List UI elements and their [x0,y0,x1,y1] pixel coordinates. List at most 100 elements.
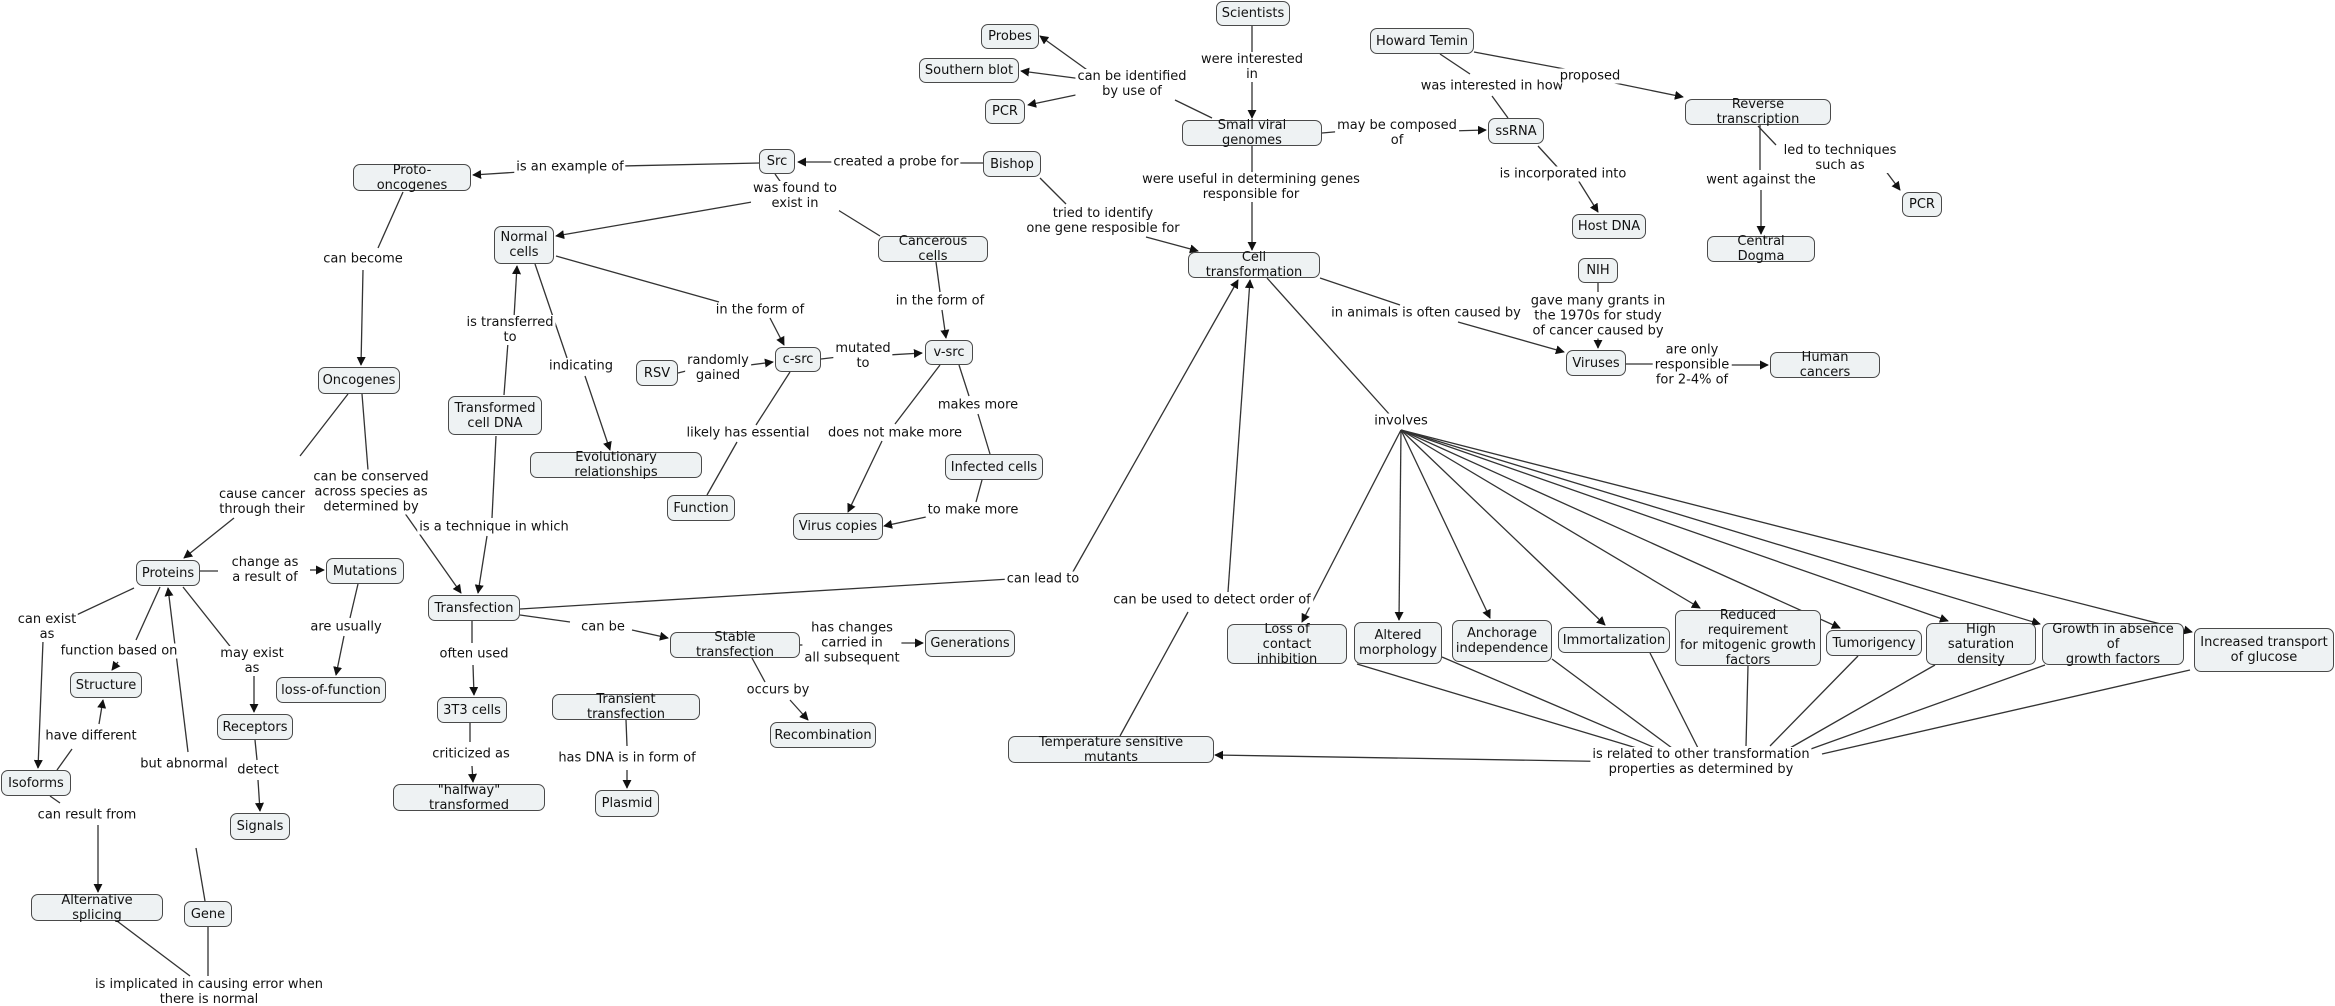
node-stable-transfection[interactable]: Stable transfection [670,630,800,660]
node-reduced-requirement[interactable]: Reduced requirement for mitogenic growth… [1675,608,1821,668]
node-receptors[interactable]: Receptors [217,714,293,740]
node-pcr-1[interactable]: PCR [985,99,1025,124]
node-viruses[interactable]: Viruses [1566,350,1626,376]
connector-line [164,587,189,753]
node-proto-oncogenes[interactable]: Proto-oncogenes [353,163,471,193]
node-reverse-transcription[interactable]: Reverse transcription [1685,97,1831,127]
connector-line [491,435,497,519]
link-label: can be [579,619,627,635]
node-ssrna[interactable]: ssRNA [1488,118,1544,144]
link-label: were useful in determining genes respons… [1140,172,1362,202]
node-bishop[interactable]: Bishop [983,151,1041,177]
node-normal-cells[interactable]: Normal cells [494,226,554,264]
connector-line [1577,179,1599,213]
connector-line [1789,664,1936,749]
connector-line [299,393,349,457]
node-plasmid[interactable]: Plasmid [595,790,659,817]
node-oncogenes[interactable]: Oncogenes [318,367,400,394]
link-label: was found to exist in [751,181,839,211]
node-increased-transport[interactable]: Increased transport of glucose [2194,628,2334,672]
node-isoforms[interactable]: Isoforms [1,770,71,796]
node-signals[interactable]: Signals [230,813,290,840]
connector-line [1400,429,1949,623]
link-label: indicating [546,358,616,374]
link-label: created a probe for [831,154,961,170]
connector-line [1356,663,1651,753]
connector-line [468,765,477,783]
connector-line [1400,429,1491,619]
link-label: is implicated in causing error when ther… [93,977,325,1006]
link-label: is related to other transformation prope… [1590,747,1812,777]
node-proteins[interactable]: Proteins [136,560,200,586]
link-label: can be used to detect order of [1111,592,1313,608]
connector-line [631,629,669,641]
connector-line [503,341,509,396]
node-human-cancers[interactable]: Human cancers [1770,350,1880,380]
link-label: is transferred to [464,315,556,345]
node-generations[interactable]: Generations [925,630,1015,657]
link-label: can exist as [15,612,79,642]
node-evolutionary-relationships[interactable]: Evolutionary relationships [530,450,702,480]
node-infected-cells[interactable]: Infected cells [945,454,1043,480]
connector-line [534,263,568,359]
node-structure[interactable]: Structure [70,672,142,698]
connector-line [469,664,479,696]
node-src[interactable]: Src [759,149,795,174]
node-mutations[interactable]: Mutations [326,558,404,584]
node-small-viral-genomes[interactable]: Small viral genomes [1182,118,1322,148]
node-v-src[interactable]: v-src [925,340,973,365]
connector-line [97,699,107,725]
node-nih[interactable]: NIH [1578,258,1618,283]
link-label: tried to identify one gene resposible fo… [1024,206,1182,236]
connector-line [1400,429,1606,626]
node-halfway-transformed[interactable]: "halfway" transformed [393,783,545,813]
link-label: can be identified by use of [1075,69,1189,99]
link-label: detect [235,762,281,778]
node-loss-of-function[interactable]: loss-of-function [276,677,386,703]
connector-line [1214,750,1636,763]
node-pcr-2[interactable]: PCR [1902,192,1942,217]
node-altered-morphology[interactable]: Altered morphology [1354,622,1442,664]
connector-line [975,479,983,503]
node-anchorage-independence[interactable]: Anchorage independence [1452,620,1552,662]
node-cancerous-cells[interactable]: Cancerous cells [878,234,988,264]
link-label: are only responsible for 2-4% of [1652,342,1732,388]
node-scientists[interactable]: Scientists [1216,1,1290,26]
connector-line [195,847,206,902]
link-label: have different [43,728,139,744]
node-c-src[interactable]: c-src [775,347,821,372]
node-3t3-cells[interactable]: 3T3 cells [437,697,507,723]
node-loss-of-contact-inhibition[interactable]: Loss of contact inhibition [1227,622,1347,667]
node-howard-temin[interactable]: Howard Temin [1370,28,1474,54]
node-cell-transformation[interactable]: Cell transformation [1188,250,1320,280]
node-growth-in-absence[interactable]: Growth in absence of growth factors [2042,622,2184,667]
node-tumorigency[interactable]: Tumorigency [1826,630,1922,656]
node-virus-copies[interactable]: Virus copies [793,513,883,540]
node-rsv[interactable]: RSV [636,360,678,386]
connector-line [1174,99,1213,119]
node-temperature-sensitive-mutants[interactable]: Temperature sensitive mutants [1008,735,1214,765]
connector-line [254,739,258,761]
node-probes[interactable]: Probes [981,24,1039,49]
node-alternative-splicing[interactable]: Alternative splicing [31,893,163,923]
node-high-saturation-density[interactable]: High saturation density [1926,622,2036,667]
node-immortalization[interactable]: Immortalization [1558,627,1670,653]
connector-line [111,660,121,671]
node-transient-transfection[interactable]: Transient transfection [552,692,700,722]
node-recombination[interactable]: Recombination [770,722,876,748]
node-southern-blot[interactable]: Southern blot [919,58,1019,83]
node-transfection[interactable]: Transfection [428,595,520,621]
link-label: can lead to [1004,571,1082,587]
node-gene[interactable]: Gene [184,901,232,927]
node-function[interactable]: Function [667,495,735,521]
node-host-dna[interactable]: Host DNA [1572,214,1646,239]
connector-line [625,719,628,747]
connector-line [751,657,766,683]
connector-line [935,261,941,293]
connector-line [1441,656,1661,751]
link-label: to make more [925,502,1021,518]
node-central-dogma[interactable]: Central Dogma [1707,234,1815,264]
connector-line [555,201,753,240]
node-transformed-cell-dna[interactable]: Transformed cell DNA [448,396,542,435]
